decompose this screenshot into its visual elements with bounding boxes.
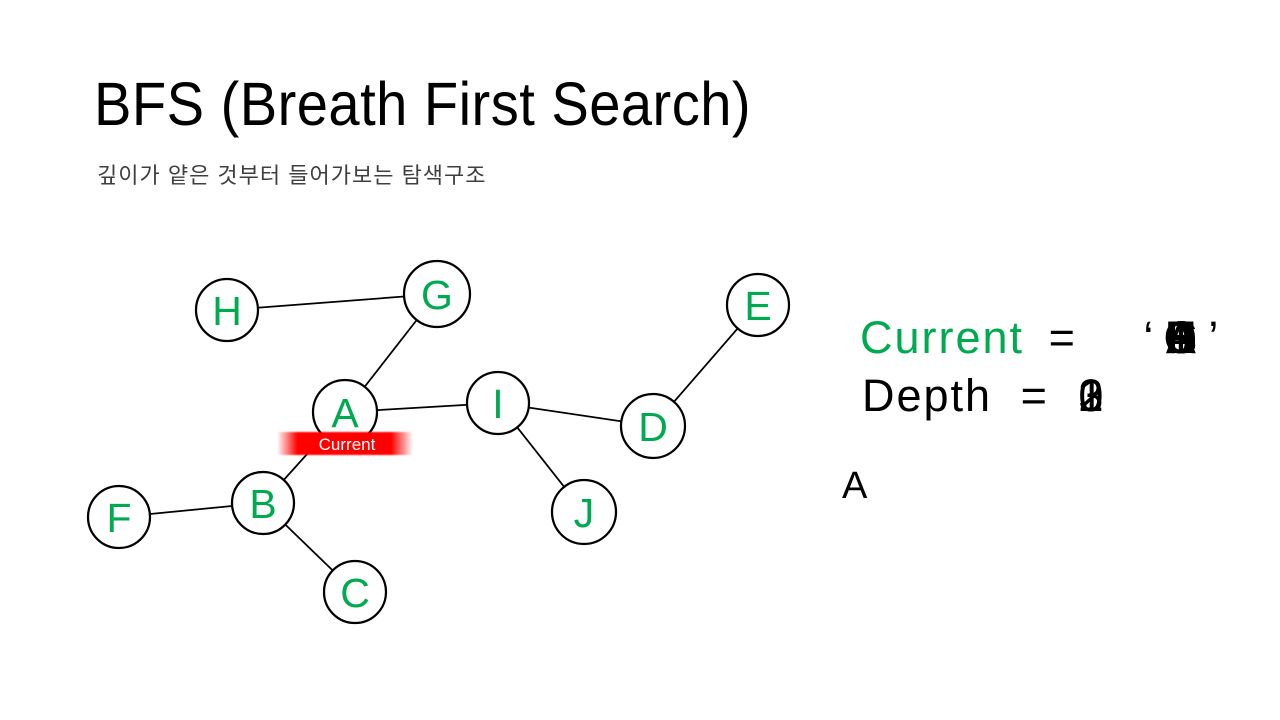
graph-node-A: A [311,378,379,446]
status-depth-equals: = [1020,370,1049,421]
graph-node-J: J [550,478,618,546]
node-circle-H [194,277,260,343]
stacked-frame-glyph: 1 [1078,370,1104,421]
node-letter-D: D [638,404,668,450]
node-circle-F [86,484,152,550]
node-circle-B [230,470,296,536]
node-letter-E: E [744,283,771,329]
graph-node-C: C [322,559,388,625]
graph-node-B: B [230,470,296,536]
stacked-frame-glyph: 2 [1078,370,1104,421]
graph-node-I: I [465,370,531,436]
status-current-keyword: Current [860,312,1025,363]
node-circle-J [550,478,618,546]
graph-node-F: F [86,484,152,550]
status-current-equals: = [1048,312,1077,363]
slide-subtitle: 깊이가 얕은 것부터 들어가보는 탐색구조 [97,163,487,188]
node-letter-B: B [249,481,276,527]
node-letter-I: I [492,381,503,427]
visited-trace-letter: A [842,465,868,507]
node-letter-H: H [212,288,242,334]
graph-node-E: E [725,272,791,338]
stacked-frame-glyph: B [1165,312,1196,363]
stacked-frame-glyph: D [1164,312,1198,363]
stacked-frame-glyph: I [1174,312,1188,363]
graph-node-D: D [619,392,687,460]
node-letter-F: F [106,495,131,541]
status-depth-keyword: Depth [862,370,993,421]
stacked-frame-glyph: A [1165,312,1196,363]
graph-node-H: H [194,277,260,343]
node-circle-E [725,272,791,338]
stacked-frame-glyph: 3 [1078,370,1104,421]
node-letter-C: C [340,570,370,616]
node-letter-J: J [574,490,595,536]
node-letter-G: G [421,272,453,318]
slide-title: BFS (Breath First Search) [94,70,752,138]
node-circle-D [619,392,687,460]
stacked-frame-glyph: H [1164,312,1198,363]
stacked-frame-glyph: 0 [1078,370,1104,421]
stacked-frame-glyph: J [1169,312,1193,363]
open-quote: ‘ [1143,312,1154,363]
edge-H-G [226,293,438,311]
current-marker-band [277,432,413,455]
stacked-frame-glyph: F [1167,312,1195,363]
graph-node-G: G [402,259,472,329]
current-marker-label: Current [319,435,376,454]
node-letter-A: A [331,390,359,436]
node-circle-C [322,559,388,625]
stacked-frame-glyph: G [1163,312,1199,363]
node-circle-I [465,370,531,436]
stacked-frame-glyph: E [1165,312,1196,363]
stacked-frame-glyph: C [1164,312,1198,363]
close-quote: ’ [1208,312,1219,363]
node-circle-G [402,259,472,329]
